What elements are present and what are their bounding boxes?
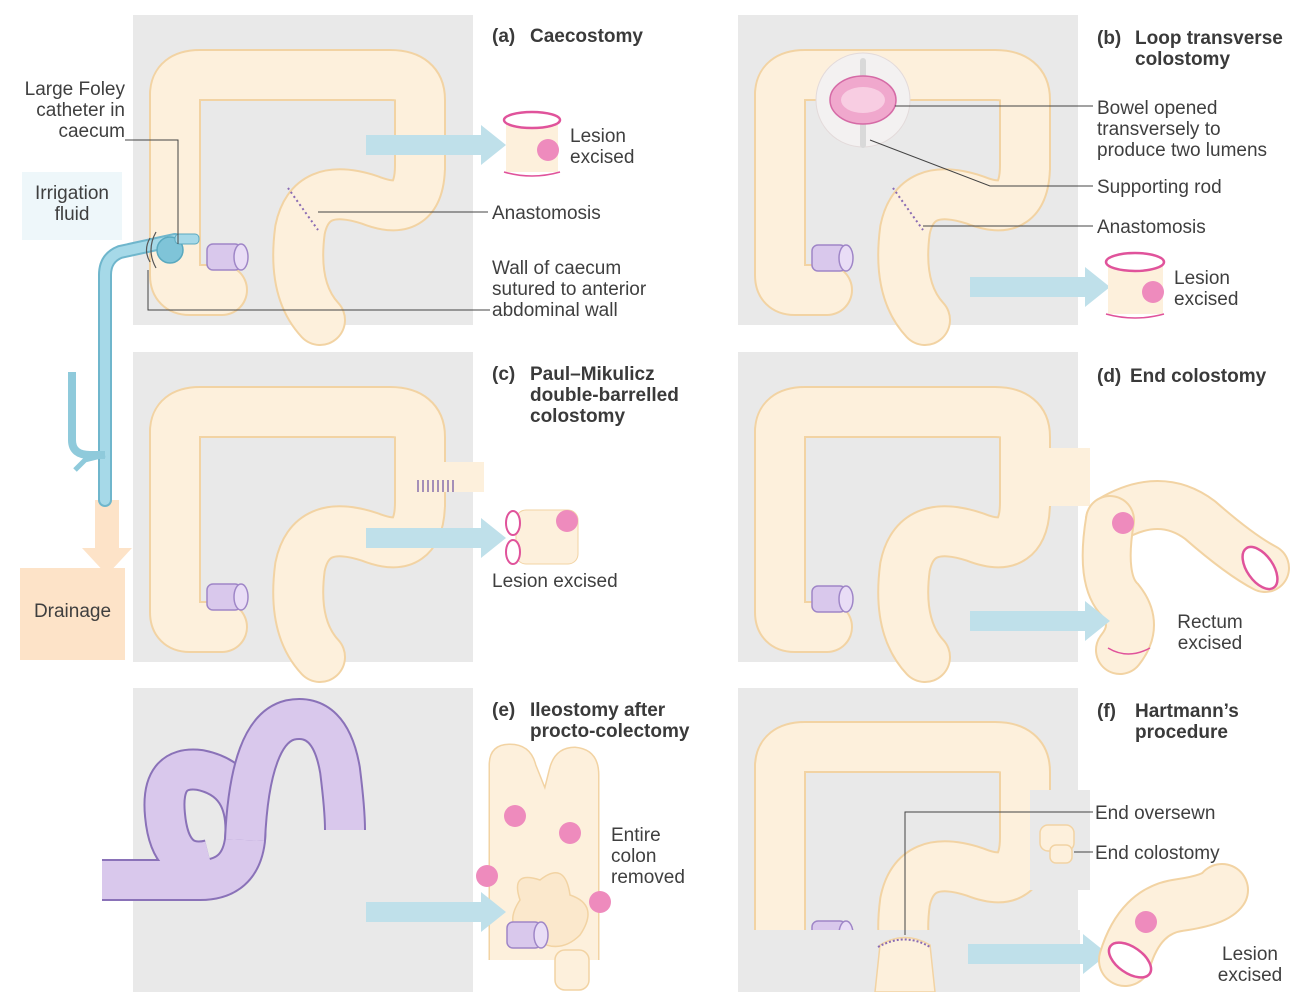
- panel-c-letter: (c): [492, 364, 530, 385]
- panel-d-rectum-label: Rectum excised: [1160, 612, 1260, 654]
- panel-f-letter: (f): [1097, 701, 1135, 722]
- panel-c-lesion-label: Lesion excised: [492, 571, 618, 592]
- panel-c-title-line: double-barrelled: [530, 385, 679, 406]
- panel-f-lesion-label: Lesion excised: [1200, 944, 1300, 986]
- panel-e-colon-removed-label: Entire colon removed: [611, 825, 685, 888]
- panel-d-letter: (d): [1097, 366, 1130, 387]
- panel-e-letter: (e): [492, 700, 530, 721]
- panel-f-end-colostomy-label: End colostomy: [1095, 843, 1220, 864]
- panel-a-title-line: Caecostomy: [530, 26, 643, 47]
- panel-c-title-line: Paul–Mikulicz: [530, 364, 655, 385]
- panel-b-supporting-rod-label: Supporting rod: [1097, 177, 1222, 198]
- panel-b-lesion-label: Lesion excised: [1174, 268, 1238, 310]
- panel-a-title: (a)Caecostomy: [492, 26, 643, 47]
- panel-d-title-line: End colostomy: [1130, 366, 1266, 387]
- panel-a-wall-label: Wall of caecum sutured to anterior abdom…: [492, 258, 646, 321]
- panel-d-title: (d)End colostomy: [1097, 366, 1266, 387]
- panel-b-letter: (b): [1097, 28, 1135, 49]
- panel-a-anastomosis-label: Anastomosis: [492, 203, 601, 224]
- panel-f-end-oversewn-label: End oversewn: [1095, 803, 1215, 824]
- panel-b-title-line: colostomy: [1135, 49, 1230, 70]
- irrigation-fluid-label: Irrigation fluid: [22, 183, 122, 225]
- panel-e-title-line: Ileostomy after: [530, 700, 665, 721]
- panel-b-title-line: Loop transverse: [1135, 28, 1283, 49]
- panel-b-bowel-opened-label: Bowel opened transversely to produce two…: [1097, 98, 1267, 161]
- panel-a-lesion-label: Lesion excised: [570, 126, 634, 168]
- panel-e-title-line: procto-colectomy: [530, 721, 689, 742]
- panel-f-title-line: Hartmann’s: [1135, 701, 1239, 722]
- foley-catheter-label: Large Foley catheter in caecum: [0, 79, 125, 142]
- drainage-label: Drainage: [20, 601, 125, 622]
- panel-b-anastomosis-label: Anastomosis: [1097, 217, 1206, 238]
- panel-f-title-line: procedure: [1135, 722, 1228, 743]
- panel-a-letter: (a): [492, 26, 530, 47]
- panel-c-title-line: colostomy: [530, 406, 625, 427]
